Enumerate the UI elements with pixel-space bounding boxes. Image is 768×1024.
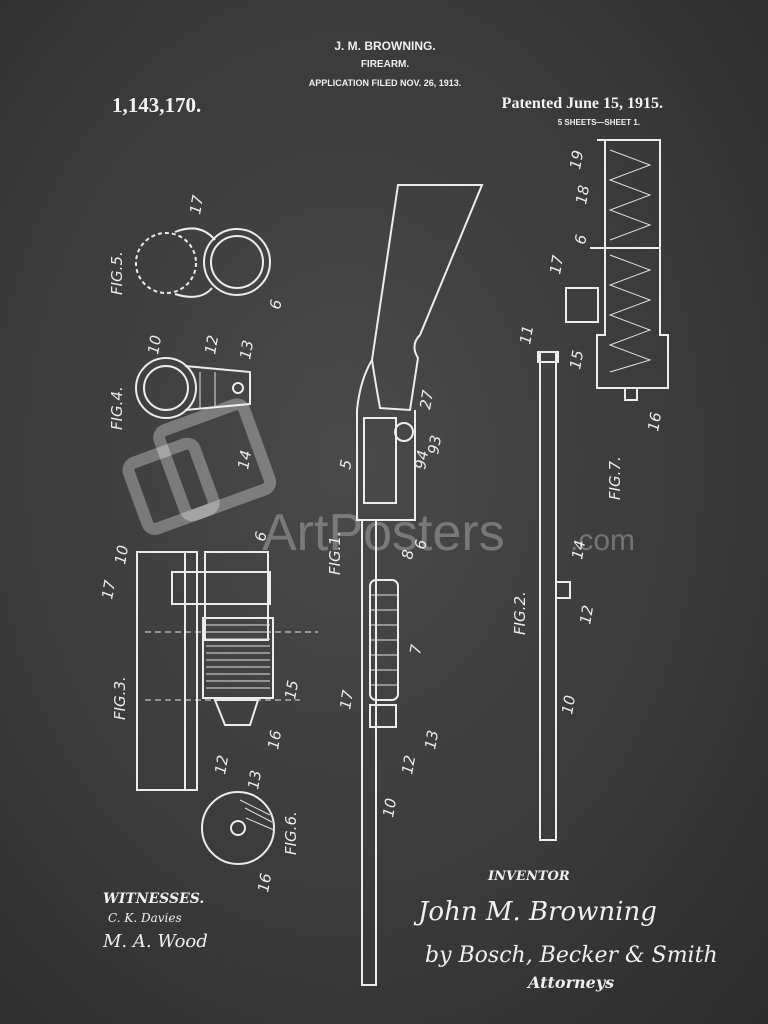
fig2-label: FIG.2. xyxy=(511,591,529,635)
numeral: 17 xyxy=(546,253,567,275)
figure-2-tube xyxy=(537,351,571,841)
patent-number: 1,143,170. xyxy=(112,93,201,117)
watermark-suffix: .com xyxy=(570,524,635,557)
witness-2-signature: M. A. Wood xyxy=(102,931,208,952)
figure-7-magazine xyxy=(565,139,669,401)
numeral: 8 xyxy=(398,548,417,561)
figure-labels: FIG.5. FIG.4. FIG.3. FIG.6. FIG.1. FIG.2… xyxy=(108,251,624,855)
numeral: 11 xyxy=(516,324,537,346)
figure-1-rifle xyxy=(356,184,484,986)
numeral: 13 xyxy=(236,339,257,361)
numeral: 17 xyxy=(336,688,357,710)
numeral: 94 xyxy=(411,449,432,471)
numeral: 6 xyxy=(266,298,285,311)
numeral: 12 xyxy=(211,754,232,776)
attorney-signature: by Bosch, Becker & Smith xyxy=(425,943,718,968)
figure-5 xyxy=(135,227,271,298)
numeral: 10 xyxy=(558,694,579,716)
fig1-label: FIG.1. xyxy=(326,531,344,575)
numeral: 27 xyxy=(416,388,437,410)
numeral: 13 xyxy=(421,729,442,751)
fig7-label: FIG.7. xyxy=(606,456,624,500)
figure-6 xyxy=(201,791,275,865)
numeral: 16 xyxy=(644,411,665,433)
figure-4 xyxy=(135,357,251,419)
numeral: 12 xyxy=(576,604,597,626)
header-filed: APPLICATION FILED NOV. 26, 1913. xyxy=(309,78,462,88)
header-inventor: J. M. BROWNING. xyxy=(334,39,435,53)
numeral: 13 xyxy=(244,769,265,791)
watermark-logo-icon xyxy=(122,398,277,535)
inventor-label: INVENTOR xyxy=(487,869,570,884)
numeral: 6 xyxy=(571,233,590,246)
fig6-label: FIG.6. xyxy=(282,811,300,855)
numeral: 17 xyxy=(98,578,119,600)
figure-3 xyxy=(136,551,318,791)
numeral: 14 xyxy=(234,449,255,471)
fig3-label: FIG.3. xyxy=(111,676,129,720)
numeral: 10 xyxy=(144,334,165,356)
numeral: 19 xyxy=(566,149,587,171)
witness-1-signature: C. K. Davies xyxy=(108,911,182,925)
numeral: 16 xyxy=(254,872,275,894)
numeral: 5 xyxy=(336,458,355,471)
fig4-label: FIG.4. xyxy=(108,386,126,430)
witnesses-label: WITNESSES. xyxy=(103,891,204,907)
watermark-brand: ArtPosters xyxy=(262,504,505,562)
numeral: 15 xyxy=(281,679,302,701)
numeral: 16 xyxy=(264,729,285,751)
reference-numerals: 17 6 10 12 13 14 10 6 17 15 16 12 13 16 … xyxy=(98,149,665,894)
numeral: 12 xyxy=(201,334,222,356)
header-title: FIREARM. xyxy=(361,59,410,70)
numeral: 18 xyxy=(572,184,593,206)
numeral: 6 xyxy=(411,538,430,551)
numeral: 10 xyxy=(379,797,400,819)
numeral: 14 xyxy=(568,539,589,561)
numeral: 93 xyxy=(424,434,445,456)
numeral: 6 xyxy=(251,530,270,543)
sheets: 5 SHEETS—SHEET 1. xyxy=(558,118,640,127)
patent-date: Patented June 15, 1915. xyxy=(502,95,663,112)
numeral: 7 xyxy=(406,643,425,656)
numeral: 15 xyxy=(566,349,587,371)
inventor-signature: John M. Browning xyxy=(413,897,657,927)
watermark: ArtPosters .com xyxy=(122,398,635,562)
fig5-label: FIG.5. xyxy=(108,251,126,295)
numeral: 17 xyxy=(186,193,207,215)
numeral: 12 xyxy=(398,754,419,776)
numeral: 10 xyxy=(111,544,132,566)
attorneys-label: Attorneys xyxy=(526,973,614,992)
